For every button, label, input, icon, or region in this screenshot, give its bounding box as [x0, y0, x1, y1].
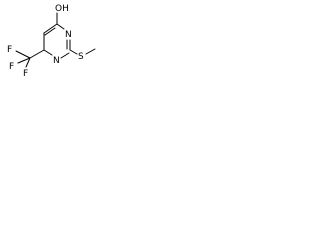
atom-label-f1: F [7, 45, 12, 55]
bond-n3-c4 [56, 23, 65, 30]
bond-c6-cf3 [29, 49, 45, 59]
atom-label-n3: N [65, 30, 72, 40]
bond-c-f2 [17, 57, 31, 64]
structure-diagram: OH N N S F F F [0, 0, 98, 91]
molecule-structure: OH N N S F F F [7, 4, 96, 79]
atom-label-s: S [78, 52, 84, 62]
atom-label-n1: N [53, 56, 60, 66]
atom-label-f2: F [9, 62, 14, 72]
bond-c6-n1 [43, 49, 53, 56]
bond-n1-c2 [60, 52, 70, 59]
bond-c-f1 [15, 50, 31, 59]
bond-c2-s [69, 49, 78, 55]
bond-c4-c5 [43, 23, 58, 34]
atom-label-oh: OH [55, 4, 69, 14]
bond-c-f3 [25, 57, 31, 68]
atom-label-f3: F [23, 69, 28, 79]
bond-c4-c5-inner [44, 27, 56, 36]
bond-s-methyl [85, 48, 96, 55]
